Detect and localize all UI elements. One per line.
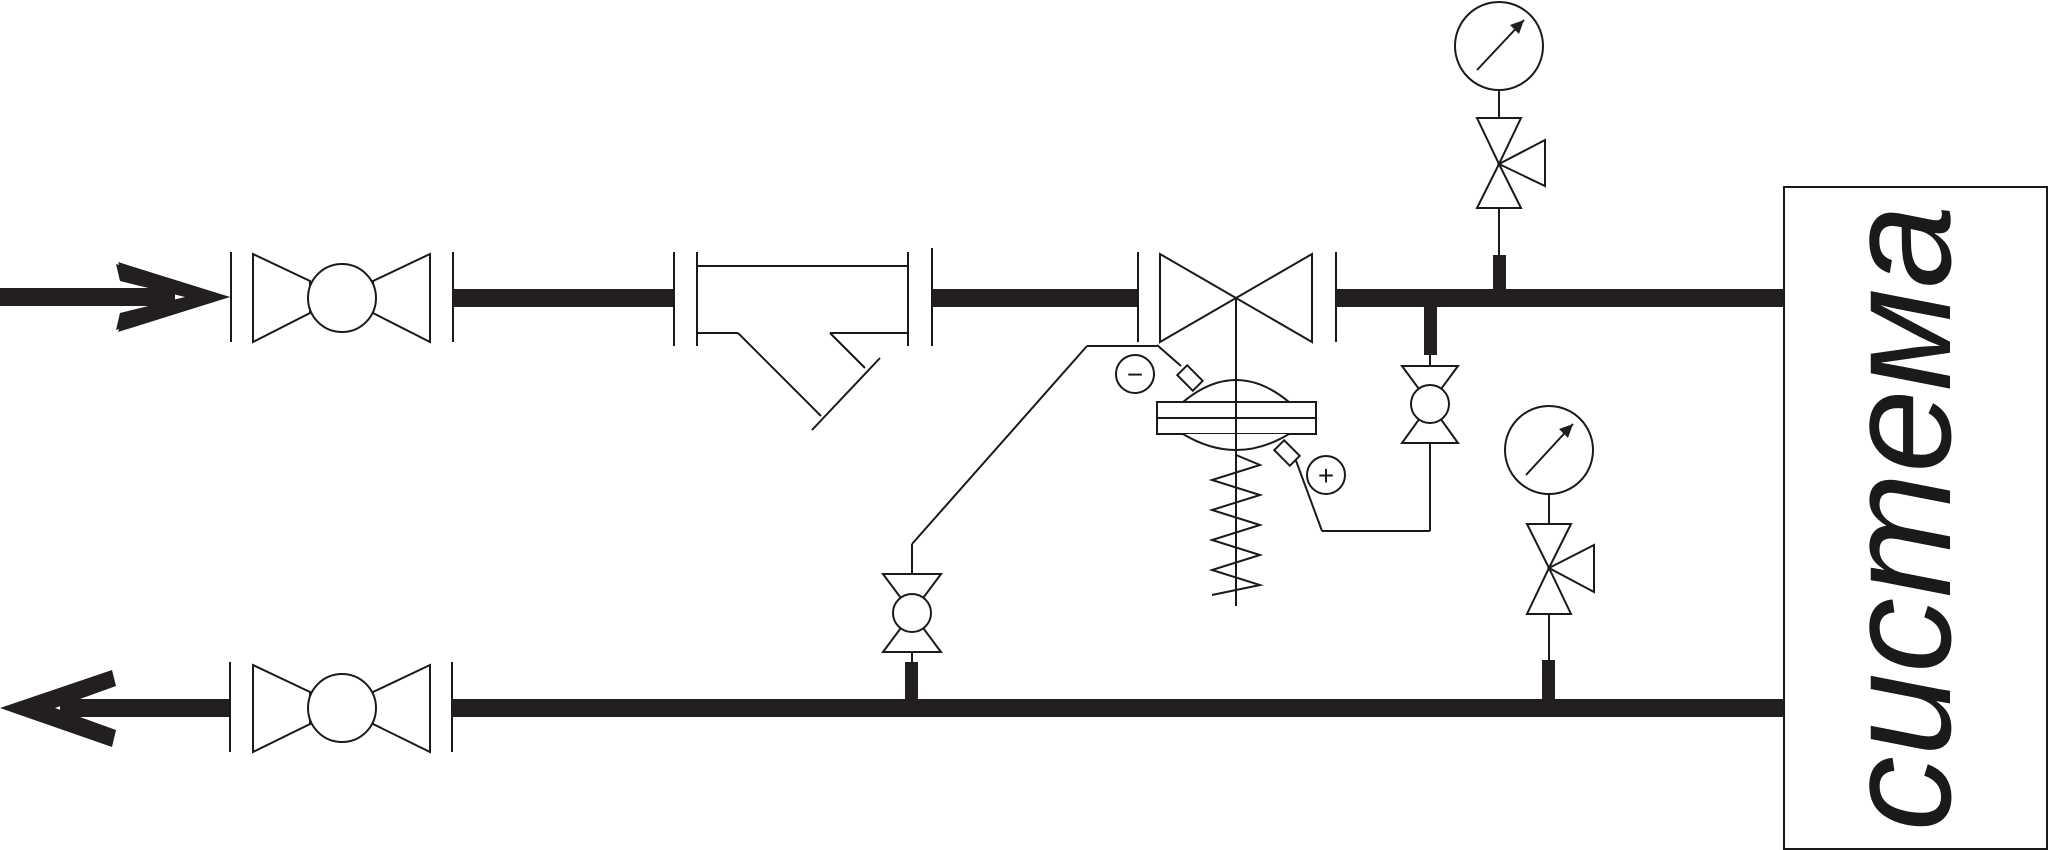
plus-sign-icon: + [1306, 455, 1346, 495]
pressure-gauge-bottom [1504, 405, 1595, 700]
minus-port [1087, 344, 1205, 393]
inlet-arrow-icon [0, 262, 230, 332]
outlet-arrow-icon [0, 670, 230, 747]
system-box: система [1783, 186, 2048, 850]
ball-valve-small-icon [1400, 365, 1460, 444]
three-way-valve-icon [1525, 523, 1595, 615]
gauge-tap [1493, 255, 1506, 290]
supply-line [0, 248, 1784, 431]
minus-sign-icon: − [1115, 354, 1155, 394]
plus-port [1272, 438, 1302, 468]
return-line [0, 662, 1784, 754]
gauge-icon [1504, 405, 1594, 495]
spring-icon [1208, 454, 1264, 596]
pressure-regulator-actuator: − + [1087, 298, 1346, 606]
strainer-icon [696, 252, 909, 431]
pressure-gauge-top [1454, 1, 1546, 255]
svg-text:−: − [1127, 359, 1143, 390]
impulse-tap [1424, 305, 1437, 355]
gauge-icon [1454, 1, 1544, 91]
ball-valve-icon [252, 252, 431, 344]
svg-text:+: + [1318, 460, 1334, 491]
regulating-valve-icon [1159, 252, 1313, 344]
ball-valve-small-icon [881, 573, 943, 653]
impulse-valve-plus [1294, 355, 1460, 532]
three-way-valve-icon [1475, 117, 1546, 209]
ball-valve-icon [252, 663, 431, 754]
impulse-valve-minus [881, 345, 1088, 700]
gauge-tap [1542, 660, 1555, 700]
system-label: система [1814, 205, 1982, 831]
